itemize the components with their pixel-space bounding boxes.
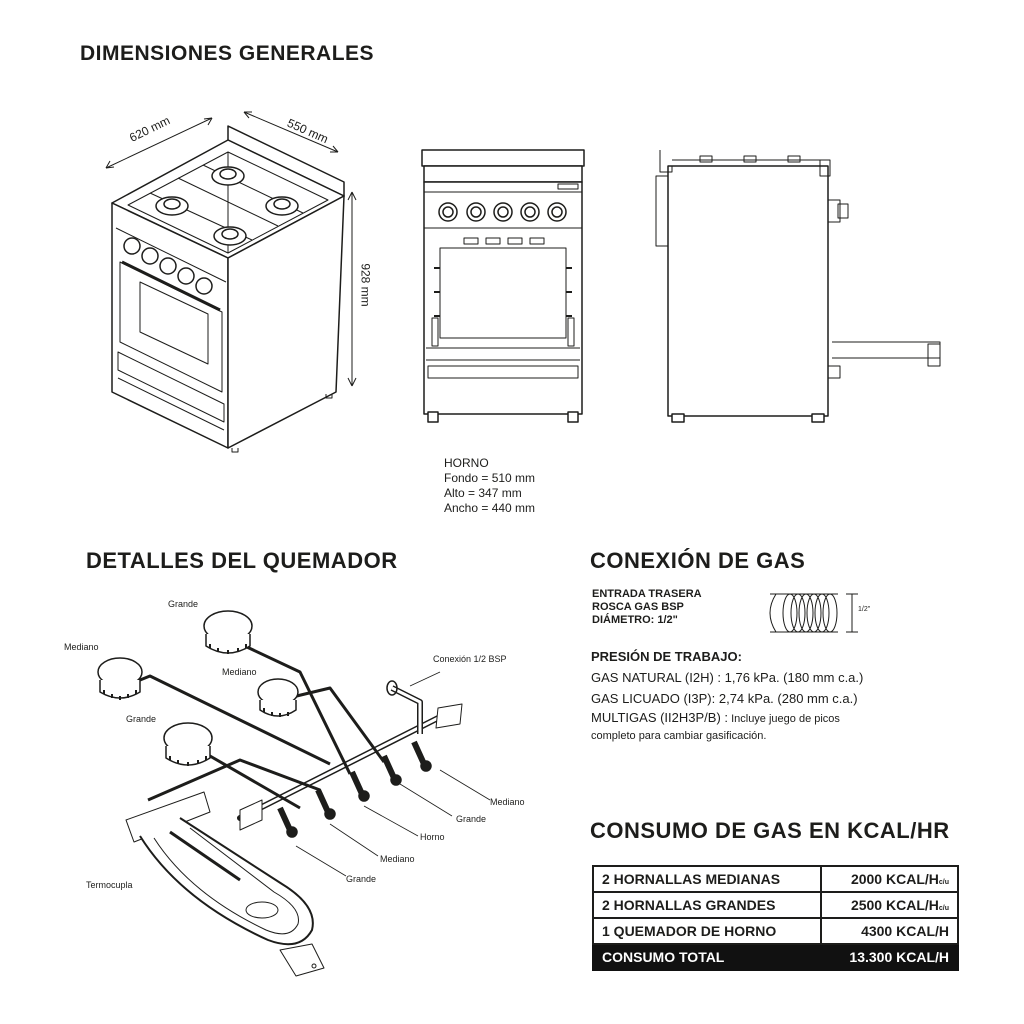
dimensiones-heading: DIMENSIONES GENERALES bbox=[80, 42, 375, 65]
label-termocupla: Termocupla bbox=[86, 880, 133, 890]
stove-front-view bbox=[421, 149, 585, 423]
gas-thread-drawing bbox=[769, 593, 858, 633]
row-value: 2500 KCAL/Hc/u bbox=[820, 891, 959, 919]
pressure-title: PRESIÓN DE TRABAJO: bbox=[591, 649, 742, 664]
pressure-multigas-note: Incluye juego de picos bbox=[728, 713, 840, 725]
consumo-heading: CONSUMO DE GAS EN KCAL/HR bbox=[590, 818, 950, 843]
label-grande-left: Grande bbox=[126, 714, 157, 724]
gas-entry-line2: ROSCA GAS BSP bbox=[592, 601, 684, 613]
stove-isometric-drawing bbox=[105, 111, 357, 453]
pressure-multigas-note2: completo para cambiar gasificación. bbox=[591, 730, 767, 742]
gas-entry-line1: ENTRADA TRASERA bbox=[592, 588, 702, 600]
table-row: 2 HORNALLAS MEDIANAS 2000 KCAL/Hc/u bbox=[591, 865, 959, 893]
detalles-heading: DETALLES DEL QUEMADOR bbox=[86, 548, 398, 573]
label-mediano-right: Mediano bbox=[490, 797, 525, 807]
row-label: 1 QUEMADOR DE HORNO bbox=[591, 917, 823, 945]
label-conexion: Conexión 1/2 BSP bbox=[433, 654, 507, 664]
consumption-table: 2 HORNALLAS MEDIANAS 2000 KCAL/Hc/u 2 HO… bbox=[591, 865, 959, 971]
oven-ancho: Ancho = 440 mm bbox=[444, 501, 536, 515]
pressure-multigas-label: MULTIGAS (II2H3P/B) : bbox=[591, 710, 729, 725]
label-mediano-center: Mediano bbox=[222, 667, 257, 677]
pressure-natural: GAS NATURAL (I2H) : 1,76 kPa. (180 mm c.… bbox=[591, 670, 864, 685]
oven-fondo: Fondo = 510 mm bbox=[444, 471, 536, 485]
row-label: 2 HORNALLAS GRANDES bbox=[591, 891, 823, 919]
oven-title: HORNO bbox=[444, 456, 489, 470]
oven-alto: Alto = 347 mm bbox=[444, 486, 522, 500]
total-row: CONSUMO TOTAL 13.300 KCAL/H bbox=[591, 943, 959, 971]
gas-entry-line3: DIÁMETRO: 1/2" bbox=[592, 614, 678, 626]
gas-entry-info: ENTRADA TRASERA ROSCA GAS BSP DIÁMETRO: … bbox=[592, 588, 702, 627]
pressure-info: PRESIÓN DE TRABAJO: GAS NATURAL (I2H) : … bbox=[591, 646, 863, 745]
height-dimension: 928 mm bbox=[358, 263, 373, 307]
row-value: 4300 KCAL/H bbox=[820, 917, 959, 945]
label-horno: Horno bbox=[420, 832, 445, 842]
table-row: 1 QUEMADOR DE HORNO 4300 KCAL/H bbox=[591, 917, 959, 945]
row-label: 2 HORNALLAS MEDIANAS bbox=[591, 865, 823, 893]
burner-detail-drawing bbox=[97, 610, 491, 977]
stove-side-view bbox=[655, 150, 941, 423]
label-grande-top: Grande bbox=[168, 599, 199, 609]
row-value: 2000 KCAL/Hc/u bbox=[820, 865, 959, 893]
label-grande-bottom: Grande bbox=[346, 874, 377, 884]
label-mediano-bottom: Mediano bbox=[380, 854, 415, 864]
total-label: CONSUMO TOTAL bbox=[591, 943, 823, 971]
label-mediano-left: Mediano bbox=[64, 642, 99, 652]
total-value: 13.300 KCAL/H bbox=[820, 943, 959, 971]
oven-specs: HORNO Fondo = 510 mm Alto = 347 mm Ancho… bbox=[444, 456, 535, 516]
label-grande-right: Grande bbox=[456, 814, 487, 824]
table-row: 2 HORNALLAS GRANDES 2500 KCAL/Hc/u bbox=[591, 891, 959, 919]
pressure-licuado: GAS LICUADO (I3P): 2,74 kPa. (280 mm c.a… bbox=[591, 691, 858, 706]
conexion-heading: CONEXIÓN DE GAS bbox=[590, 548, 806, 573]
thread-diameter-label: 1/2" bbox=[858, 606, 871, 613]
